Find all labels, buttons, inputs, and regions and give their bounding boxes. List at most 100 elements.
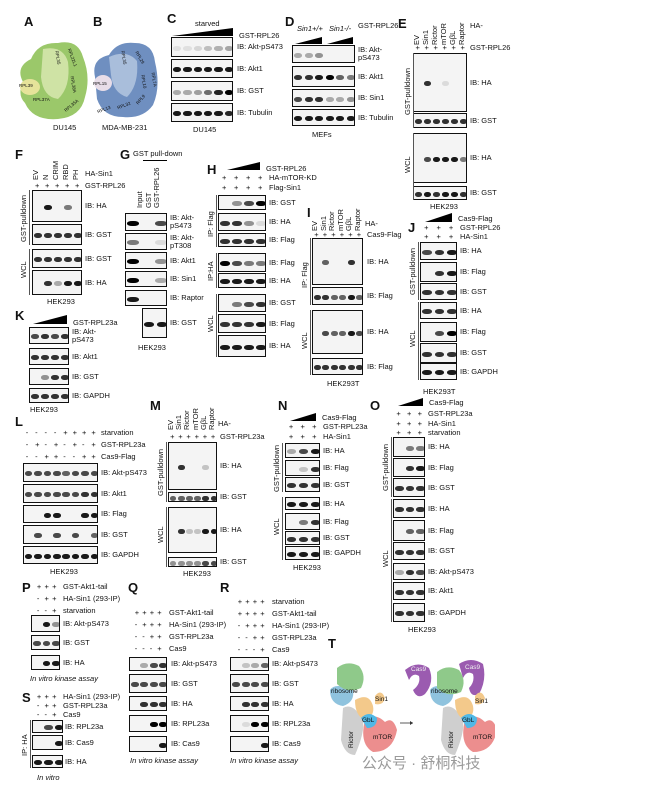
- band: [405, 466, 415, 471]
- band: [256, 261, 265, 266]
- sign-minus: -: [142, 644, 145, 653]
- blot-q: [129, 715, 167, 732]
- band: [54, 741, 62, 746]
- band: [313, 365, 321, 370]
- band: [53, 471, 61, 476]
- blot-label: IB: GST: [220, 557, 247, 566]
- band: [432, 191, 441, 197]
- band: [244, 238, 254, 244]
- blot-label: IB: HA: [460, 246, 482, 255]
- header-underline: [143, 160, 167, 161]
- band: [405, 445, 415, 451]
- condition-label: Cas9: [63, 710, 81, 719]
- sign-plus: +: [424, 43, 429, 52]
- band: [298, 466, 309, 472]
- panel-letter-b: B: [93, 14, 103, 29]
- sign-plus: +: [134, 608, 140, 617]
- blot-c: [171, 81, 233, 101]
- sign-plus: +: [314, 230, 319, 239]
- band: [193, 89, 202, 95]
- sign-plus: +: [52, 710, 57, 719]
- ramp-label: GST-RPL26: [266, 164, 307, 173]
- blot-r: [230, 736, 269, 752]
- blot-e: [413, 133, 467, 183]
- sign-plus: +: [44, 582, 49, 591]
- band: [210, 495, 216, 501]
- band: [159, 662, 166, 668]
- band: [336, 96, 345, 102]
- blot-label: IB: GST: [460, 286, 487, 296]
- sign-plus: +: [81, 428, 87, 437]
- band: [346, 96, 354, 102]
- band: [53, 512, 61, 518]
- protein-label: RPL35: [120, 50, 128, 65]
- blot-g: [125, 290, 167, 306]
- panel-letter-k: K: [15, 308, 25, 323]
- side-bracket: [391, 499, 392, 622]
- band: [90, 492, 97, 497]
- lane-label: Raptor: [352, 208, 362, 231]
- band: [183, 67, 192, 72]
- band: [52, 661, 59, 666]
- label-rictor: Rictor: [347, 731, 355, 748]
- sign-plus: +: [396, 409, 401, 418]
- protein-label: RPL39: [19, 83, 33, 88]
- band: [450, 191, 459, 197]
- blot-g: [142, 308, 167, 338]
- footer-label: HEK293T: [327, 379, 360, 388]
- condition-label: GST-RPL23a: [323, 422, 368, 431]
- band: [51, 375, 59, 380]
- condition-label: Cas9: [272, 645, 290, 654]
- band: [127, 220, 139, 226]
- blot-label: IB: Flag: [460, 267, 486, 276]
- side-bracket: [29, 190, 30, 245]
- ramp-triangle-j: [425, 213, 452, 222]
- band: [256, 279, 265, 284]
- blot-label: IB: Akt1: [428, 586, 454, 595]
- band: [356, 294, 362, 300]
- band: [173, 67, 182, 72]
- blot-label: IB: Flag: [323, 463, 349, 472]
- blot-q: [129, 657, 167, 671]
- band: [405, 507, 415, 512]
- sign-minus: -: [36, 710, 40, 719]
- sign-plus: +: [194, 432, 199, 441]
- blot-l: [23, 484, 98, 503]
- band: [310, 551, 319, 557]
- panel-letter-o: O: [370, 398, 381, 413]
- side-bracket: [166, 442, 167, 502]
- genotype-label: Sin1+/+: [297, 24, 323, 33]
- blot-j: [420, 363, 457, 380]
- footer-label: HEK293: [408, 625, 436, 634]
- band: [256, 301, 265, 307]
- band: [127, 296, 139, 302]
- label-ribosome: ribosome: [431, 688, 458, 695]
- sign-plus: +: [210, 432, 216, 441]
- ramp-label: Cas9-Flag: [429, 398, 464, 407]
- ramp-label: Cas9-Flag: [458, 214, 493, 223]
- band: [54, 281, 62, 286]
- band: [450, 156, 459, 162]
- band: [71, 492, 80, 497]
- lanes-prefix-label: HA-: [218, 419, 231, 428]
- band: [149, 722, 158, 727]
- du145-protein-labels: RPL35 RPL22L1 RPL39 RPL37A RPL38A RPL35A: [13, 37, 89, 121]
- blot-q: [129, 674, 167, 693]
- band: [224, 89, 232, 95]
- condition-label: GST-RPL26: [470, 43, 511, 52]
- blot-label: IB: RPL23a: [171, 718, 210, 728]
- blot-e: [413, 186, 467, 200]
- band: [140, 662, 149, 668]
- band: [325, 75, 334, 80]
- band: [81, 553, 89, 559]
- blot-label: IB: GST: [272, 678, 299, 688]
- band: [423, 156, 432, 162]
- band: [256, 344, 265, 350]
- blot-d: [292, 89, 355, 107]
- condition-label: starvation: [63, 606, 96, 615]
- blot-g: [125, 252, 167, 269]
- band: [459, 156, 466, 162]
- band: [432, 156, 441, 162]
- blot-q: [129, 696, 167, 711]
- sign-plus: +: [451, 43, 456, 52]
